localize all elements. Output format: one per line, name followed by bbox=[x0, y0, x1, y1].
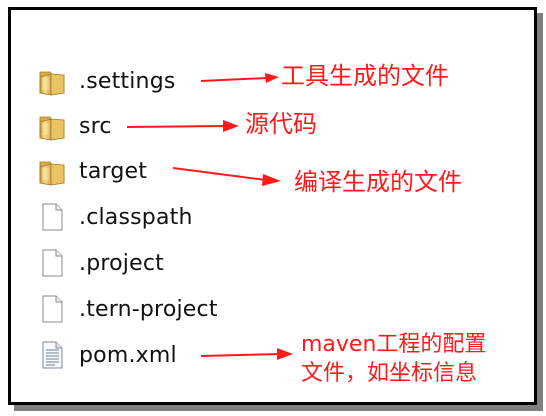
file-listing-panel: .settings src target .classpath .project… bbox=[8, 7, 537, 405]
file-row-src[interactable]: src bbox=[37, 109, 112, 143]
annotation-pom-line1: maven工程的配置 bbox=[301, 332, 487, 357]
file-row-pom-xml[interactable]: pom.xml bbox=[37, 338, 177, 372]
file-name: .classpath bbox=[79, 204, 193, 230]
file-row-settings[interactable]: .settings bbox=[37, 64, 176, 98]
file-name: .project bbox=[79, 250, 164, 276]
arrow-target bbox=[172, 167, 281, 186]
file-name: target bbox=[79, 158, 148, 184]
file-row-classpath[interactable]: .classpath bbox=[37, 200, 193, 234]
annotation-src: 源代码 bbox=[245, 110, 317, 138]
file-row-tern-project[interactable]: .tern-project bbox=[37, 292, 218, 326]
annotation-settings: 工具生成的文件 bbox=[281, 62, 449, 90]
file-name: .tern-project bbox=[79, 296, 218, 322]
folder-icon bbox=[37, 66, 67, 96]
file-icon bbox=[37, 248, 67, 278]
file-name: src bbox=[79, 113, 112, 139]
arrow-settings bbox=[200, 73, 279, 83]
file-name: pom.xml bbox=[79, 342, 177, 368]
file-row-target[interactable]: target bbox=[37, 154, 147, 188]
folder-icon bbox=[37, 156, 67, 186]
arrow-pom-xml bbox=[200, 348, 293, 360]
folder-icon bbox=[37, 111, 67, 141]
file-icon bbox=[37, 202, 67, 232]
annotation-target: 编译生成的文件 bbox=[294, 168, 462, 196]
text-file-icon bbox=[37, 340, 67, 370]
arrow-src bbox=[126, 120, 239, 132]
annotation-pom-line2: 文件，如坐标信息 bbox=[301, 361, 478, 386]
file-icon bbox=[37, 294, 67, 324]
file-row-project[interactable]: .project bbox=[37, 246, 164, 280]
file-name: .settings bbox=[79, 68, 176, 94]
